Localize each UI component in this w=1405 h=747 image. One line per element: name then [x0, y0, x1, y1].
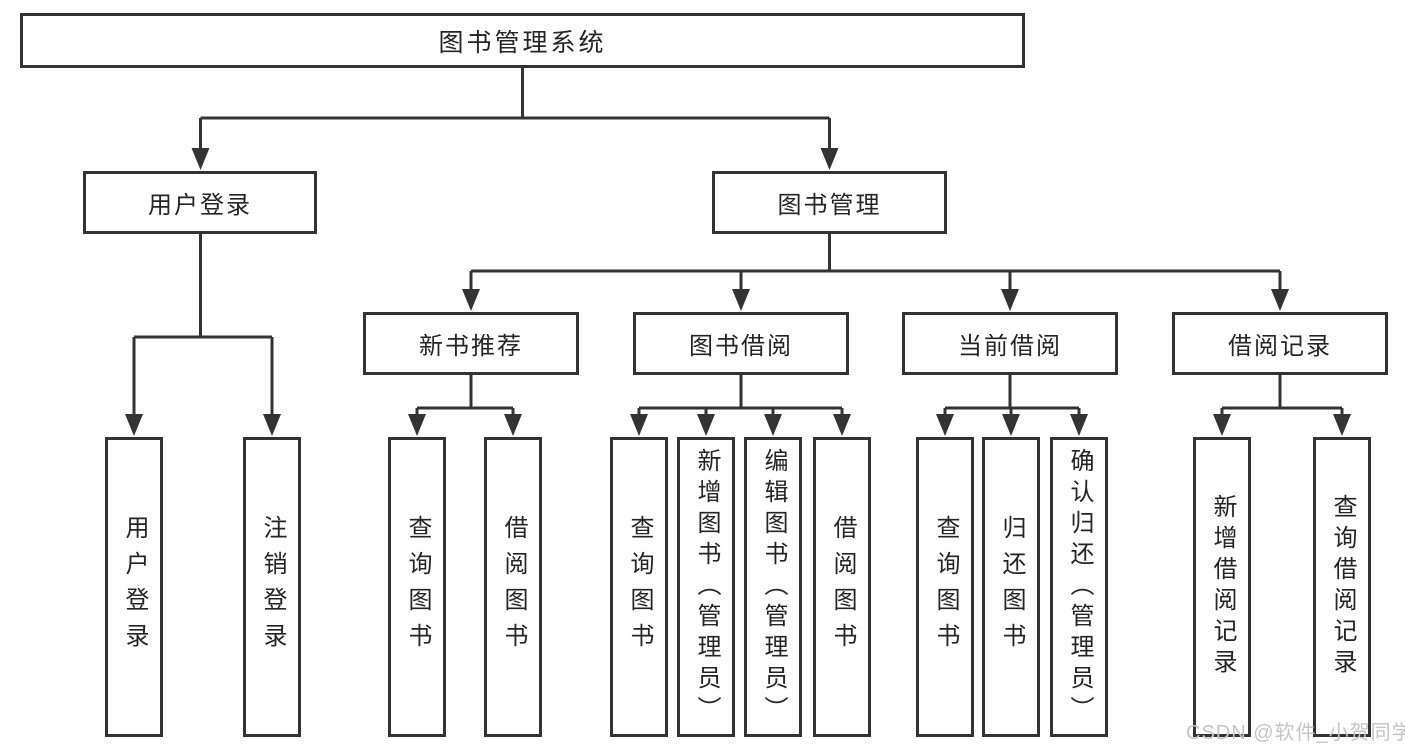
connector-borrow-to-leaves — [637, 375, 844, 416]
leaf-user-login-label: 用户登录 — [121, 515, 148, 659]
leaf-add-borrow-record: 新增借阅记录 — [1193, 437, 1251, 737]
arrowhead-icon — [1271, 289, 1289, 311]
node-book-management: 图书管理 — [712, 171, 947, 234]
arrowhead-icon — [764, 414, 782, 436]
node-book-borrowing: 图书借阅 — [633, 312, 849, 375]
arrowhead-icon — [504, 414, 522, 436]
leaf-confirm-return-admin-label: 确认归还（管理员） — [1066, 447, 1093, 727]
node-current-borrowing: 当前借阅 — [902, 312, 1118, 375]
connector-root-to-level2 — [199, 68, 831, 150]
arrowhead-icon — [1001, 289, 1019, 311]
connector-records-to-leaves — [1220, 375, 1344, 416]
leaf-return-books-label: 归还图书 — [998, 515, 1025, 659]
leaf-confirm-return-admin: 确认归还（管理员） — [1050, 437, 1108, 737]
arrowhead-icon — [263, 414, 281, 436]
arrowhead-icon — [732, 289, 750, 311]
node-borrowing-records: 借阅记录 — [1172, 312, 1388, 375]
leaf-logout-label: 注销登录 — [259, 515, 286, 659]
node-borrowing-records-label: 借阅记录 — [1228, 333, 1332, 360]
leaf-borrow-books: 借阅图书 — [813, 437, 871, 737]
leaf-edit-books-admin: 编辑图书（管理员） — [744, 437, 802, 737]
connector-userlogin-to-leaves — [132, 234, 274, 416]
arrowhead-icon — [462, 289, 480, 311]
connector-current-to-leaves — [943, 375, 1081, 416]
node-book-management-label: 图书管理 — [777, 192, 882, 219]
leaf-query-borrow-record: 查询借阅记录 — [1313, 437, 1371, 737]
arrowhead-icon — [697, 414, 715, 436]
arrowhead-icon — [1002, 414, 1020, 436]
leaf-return-books: 归还图书 — [982, 437, 1040, 737]
arrowhead-icon — [1070, 414, 1088, 436]
node-new-book-recommend: 新书推荐 — [363, 312, 579, 375]
leaf-add-books-admin-label: 新增图书（管理员） — [693, 447, 720, 727]
node-current-borrowing-label: 当前借阅 — [958, 333, 1062, 360]
arrowhead-icon — [125, 414, 143, 436]
leaf-borrow-query-books-label: 查询图书 — [626, 515, 653, 659]
node-user-login-label: 用户登录 — [148, 192, 252, 219]
node-library-system-label: 图书管理系统 — [438, 28, 607, 57]
node-new-book-recommend-label: 新书推荐 — [419, 333, 523, 360]
leaf-newbook-query-books-label: 查询图书 — [404, 515, 431, 659]
arrowheads — [125, 148, 1351, 436]
arrowhead-icon — [1333, 414, 1351, 436]
leaf-query-borrow-record-label: 查询借阅记录 — [1329, 494, 1356, 680]
leaf-user-login: 用户登录 — [105, 437, 163, 737]
leaf-add-borrow-record-label: 新增借阅记录 — [1209, 494, 1236, 680]
leaf-logout: 注销登录 — [243, 437, 301, 737]
arrowhead-icon — [408, 414, 426, 436]
node-book-borrowing-label: 图书借阅 — [689, 333, 793, 360]
watermark-text: CSDN @软件_小贺同学 — [1186, 722, 1405, 744]
leaf-borrow-books-label: 借阅图书 — [829, 515, 856, 659]
connector-newbook-to-leaves — [415, 375, 515, 416]
arrowhead-icon — [191, 148, 210, 170]
leaf-newbook-borrow-books-label: 借阅图书 — [500, 515, 527, 659]
arrowhead-icon — [936, 414, 954, 436]
leaf-edit-books-admin-label: 编辑图书（管理员） — [760, 447, 787, 727]
arrowhead-icon — [630, 414, 648, 436]
leaf-borrow-query-books: 查询图书 — [610, 437, 668, 737]
leaf-newbook-borrow-books: 借阅图书 — [484, 437, 542, 737]
leaf-add-books-admin: 新增图书（管理员） — [677, 437, 735, 737]
arrowhead-icon — [1213, 414, 1231, 436]
arrowhead-icon — [833, 414, 851, 436]
connector-bookmgmt-to-level3 — [469, 234, 1282, 291]
leaf-current-query-books-label: 查询图书 — [932, 515, 959, 659]
arrowhead-icon — [820, 148, 839, 170]
node-library-system: 图书管理系统 — [20, 13, 1025, 68]
leaf-current-query-books: 查询图书 — [916, 437, 974, 737]
leaf-newbook-query-books: 查询图书 — [388, 437, 446, 737]
node-user-login: 用户登录 — [83, 171, 317, 234]
